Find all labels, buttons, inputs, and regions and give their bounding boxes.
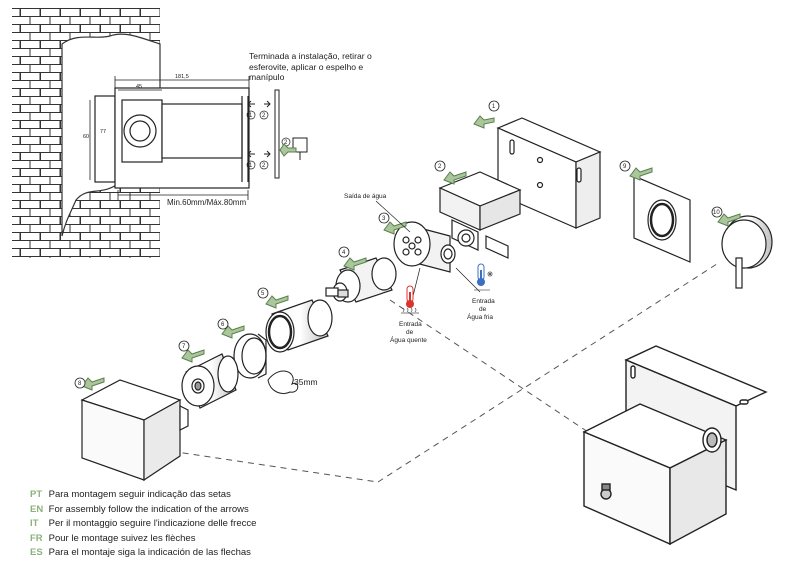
legend-code: ES (30, 547, 43, 559)
dim-inner: 45 (136, 84, 142, 90)
legend-text: For assembly follow the indication of th… (48, 503, 249, 515)
hot-in-line-2: de (406, 329, 414, 336)
polystyrene-box (80, 379, 189, 482)
step-5-label: 5 (261, 291, 265, 297)
hot-in-line-1: Entrada (399, 321, 422, 328)
water-outlet-leader (375, 200, 411, 233)
detail-mark-c: 1 (249, 163, 253, 169)
heat-wave-icon (401, 307, 419, 314)
legend-row-fr: FR Pour le montage suivez les flèches (30, 532, 410, 547)
legend-row-en: EN For assembly follow the indication of… (30, 503, 410, 518)
legend-code: FR (30, 532, 43, 544)
assembled-unit (582, 345, 768, 546)
legend-text: Per il montaggio seguire l'indicazione d… (48, 518, 257, 530)
hot-in-line-3: Água quente (390, 335, 427, 344)
support-block (438, 171, 522, 259)
step-6-label: 6 (221, 322, 225, 328)
step-8-label: 8 (78, 381, 82, 387)
step-10-label: 10 (713, 210, 720, 216)
arrow-step-10 (717, 213, 741, 227)
legend-code: IT (30, 518, 39, 530)
detail-mark-e: 2 (284, 140, 288, 146)
water-outlet-label: Saída de água (344, 193, 387, 200)
cold-in-line-3: Água fria (467, 312, 493, 321)
assembly-path (149, 261, 721, 483)
step-7-label: 7 (182, 344, 186, 350)
thermometer-hot-icon (406, 285, 414, 308)
arrow-step-8 (81, 377, 105, 391)
arrow-step-9 (629, 167, 653, 181)
arrow-step-1 (473, 115, 495, 129)
cold-leader (455, 267, 481, 293)
wrench-size-label: 35mm (294, 377, 318, 387)
finishing-detail (247, 89, 308, 179)
nut-ring (233, 333, 267, 379)
step-1-label: 1 (492, 104, 496, 110)
cold-in-line-1: Entrada (472, 298, 495, 305)
step-numbers: 1 2 3 4 5 6 7 8 9 10 (78, 104, 720, 387)
cartridge (325, 257, 397, 303)
step-9-label: 9 (623, 164, 627, 170)
mounting-plate (496, 117, 602, 229)
wrench-icon (267, 370, 299, 394)
legend-text: Para montagem seguir indicação das setas (48, 489, 231, 500)
arrow-detail (279, 143, 297, 157)
legend-row-it: IT Per il montaggio seguire l'indicazion… (30, 517, 410, 532)
dim-total: 181,5 (175, 74, 189, 80)
installation-note: Terminada a instalação, retirar o esfero… (249, 51, 372, 82)
legend-code: PT (30, 489, 43, 500)
legend-row-es: ES Para el montaje siga la indicación de… (30, 546, 410, 561)
legend-text: Pour le montage suivez les flèches (48, 532, 196, 544)
detail-mark-d: 2 (262, 163, 266, 169)
step-number-circles (74, 100, 723, 389)
arrow-step-7 (181, 349, 205, 363)
detail-mark-a: 1 (249, 113, 253, 119)
legend-text: Para el montaje siga la indicación de la… (48, 547, 251, 559)
arrow-step-2 (443, 171, 467, 185)
cover-cap (181, 353, 239, 409)
detail-mark-b: 2 (262, 113, 266, 119)
dimension-lines (89, 76, 250, 200)
step-3-label: 3 (382, 216, 386, 222)
step-2-label: 2 (438, 164, 442, 170)
sleeve (265, 299, 333, 353)
step-arrows (81, 115, 741, 391)
cover-plate (633, 175, 691, 263)
arrow-step-6 (221, 325, 245, 339)
assembly-legend: PT Para montagem seguir indicação das se… (30, 488, 410, 561)
legend-code: EN (30, 503, 44, 515)
thermometer-cold-icon (477, 263, 485, 286)
arrow-step-5 (265, 295, 289, 309)
dim-wall-range: Min.60mm/Máx.80mm (167, 198, 246, 207)
dim-height: 60 (83, 134, 89, 140)
dim-height-2: 77 (100, 129, 106, 135)
detail-markers: 1 2 1 2 2 (246, 110, 291, 170)
step-4-label: 4 (342, 250, 346, 256)
embedded-body-section (94, 87, 250, 189)
arrow-step-4 (343, 257, 367, 271)
valve-body (393, 221, 456, 273)
cold-in-line-2: de (479, 306, 487, 313)
handle (721, 215, 773, 289)
snowflake-icon (474, 271, 493, 291)
legend-row-pt: PT Para montagem seguir indicação das se… (30, 488, 410, 503)
